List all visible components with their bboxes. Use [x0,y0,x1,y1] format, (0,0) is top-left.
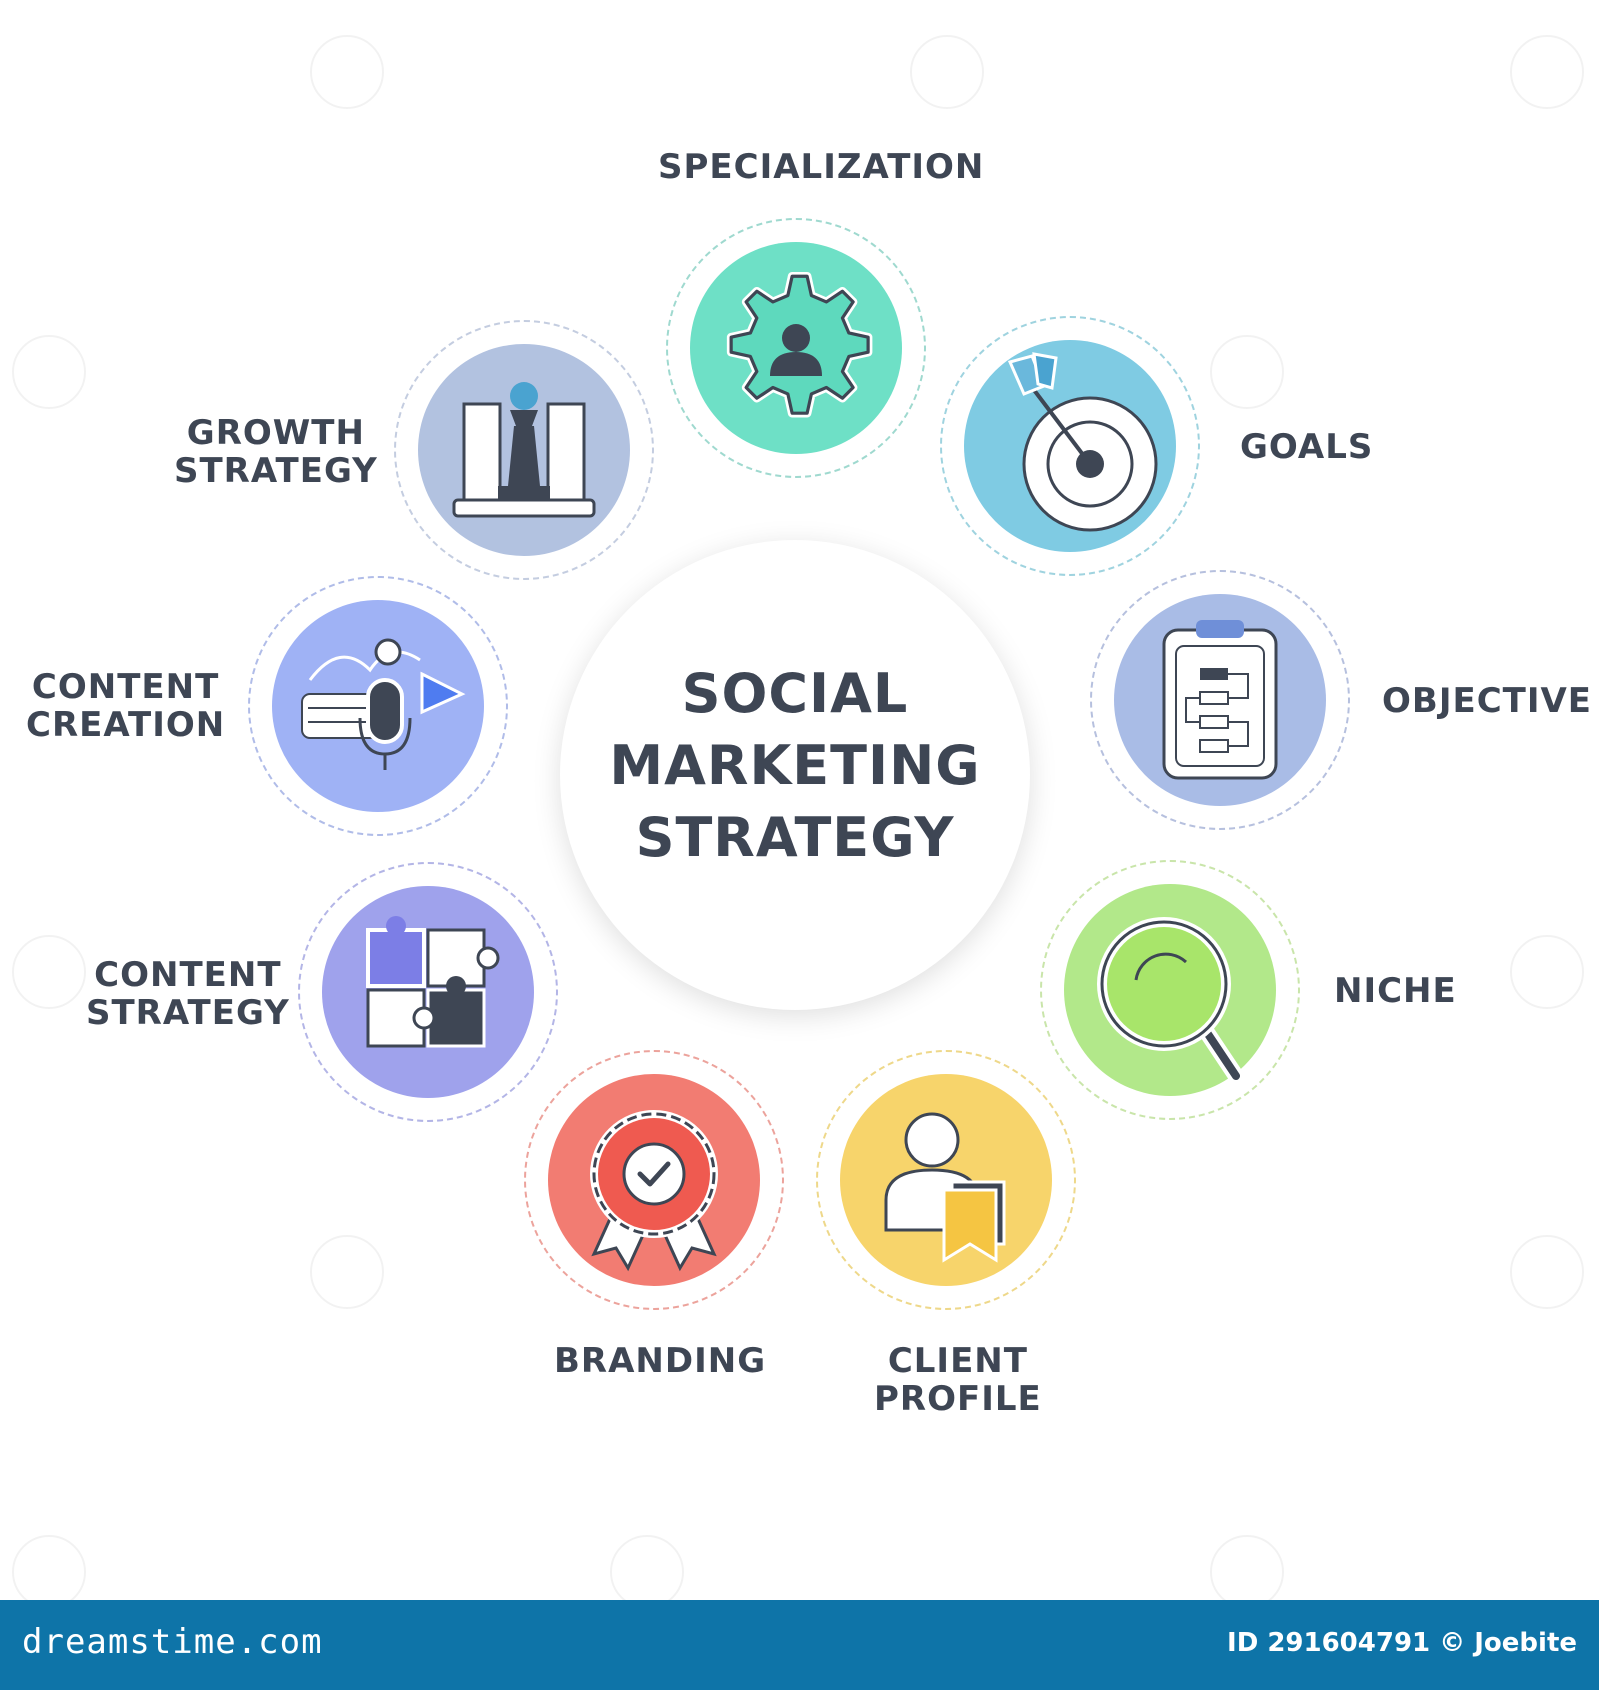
node-label-line: CONTENT [31,667,220,707]
dashed-ring [1040,860,1300,1120]
node-label: SPECIALIZATION [658,148,984,186]
footer-site[interactable]: dreamstime.com [22,1622,323,1662]
footer-bar: dreamstime.com ID 291604791 © Joebite [0,1600,1599,1690]
node-label: GROWTH STRATEGY [174,414,378,490]
watermark-icon [1210,1535,1284,1609]
watermark-icon [12,335,86,409]
node-label-line: PROFILE [874,1379,1042,1419]
node-label-line: SPECIALIZATION [658,147,985,187]
puzzle-icon [366,916,500,1048]
node-content-creation: CONTENT CREATION [26,576,508,836]
node-label-line: BRANDING [554,1341,767,1381]
magnifier-icon [1097,917,1244,1084]
node-label-line: GROWTH [186,413,365,453]
node-label: CONTENT STRATEGY [86,956,290,1032]
watermark-icon [12,1535,86,1609]
center-title-line: MARKETING [609,734,981,797]
node-label-line: CONTENT [94,955,282,995]
node-label-line: CREATION [26,705,226,745]
node-goals: GOALS [940,316,1372,576]
watermark-icon [1510,1235,1584,1309]
node-specialization: SPECIALIZATION [658,148,983,478]
node-growth-strategy: GROWTH STRATEGY [174,320,654,580]
center-circle: SOCIAL MARKETING STRATEGY [560,540,1030,1010]
dashed-ring [394,320,654,580]
center-title-line: STRATEGY [635,806,955,869]
watermark-icon [310,35,384,109]
node-label-line: CLIENT [887,1341,1028,1381]
watermark-icon [1510,35,1584,109]
dashed-ring [940,316,1200,576]
target-arrow-icon [1007,352,1158,532]
microphone-icon [301,638,466,770]
watermark-icon [1510,935,1584,1009]
node-label: OBJECTIVE [1382,682,1592,720]
gear-person-icon [726,271,873,418]
center-title: SOCIAL MARKETING STRATEGY [560,658,1030,874]
dashed-ring [298,862,558,1122]
watermark-icon [12,935,86,1009]
user-profile-icon [884,1112,1006,1263]
node-label: NICHE [1334,972,1457,1010]
node-label: GOALS [1240,428,1373,466]
dashed-ring [816,1050,1076,1310]
dashed-ring [666,218,926,478]
footer-id: ID 291604791 © Joebite [1227,1628,1577,1658]
watermark-icon [910,35,984,109]
node-label-line: NICHE [1334,971,1457,1011]
dashed-ring [248,576,508,836]
badge-check-icon [590,1110,718,1272]
node-label: CONTENT CREATION [26,668,225,744]
watermark-icon [1210,335,1284,409]
node-content-strategy: CONTENT STRATEGY [86,862,558,1122]
node-objective: OBJECTIVE [1090,570,1591,830]
node-client-profile: CLIENT PROFILE [816,1050,1076,1418]
diagram-canvas: SOCIAL MARKETING STRATEGY SPECIALIZATION [12,35,1591,1609]
node-label-line: STRATEGY [86,993,290,1033]
node-label: CLIENT PROFILE [874,1342,1042,1418]
node-branding: BRANDING [524,1050,784,1380]
clipboard-flowchart-icon [1162,620,1278,780]
node-label-line: OBJECTIVE [1382,681,1593,721]
watermark-icon [310,1235,384,1309]
chess-icon [452,382,596,518]
watermark-icon [610,1535,684,1609]
dashed-ring [1090,570,1350,830]
center-title-line: SOCIAL [681,662,909,725]
node-niche: NICHE [1040,860,1456,1120]
node-label: BRANDING [554,1342,766,1380]
dashed-ring [524,1050,784,1310]
node-label-line: STRATEGY [174,451,378,491]
node-label-line: GOALS [1240,427,1374,467]
